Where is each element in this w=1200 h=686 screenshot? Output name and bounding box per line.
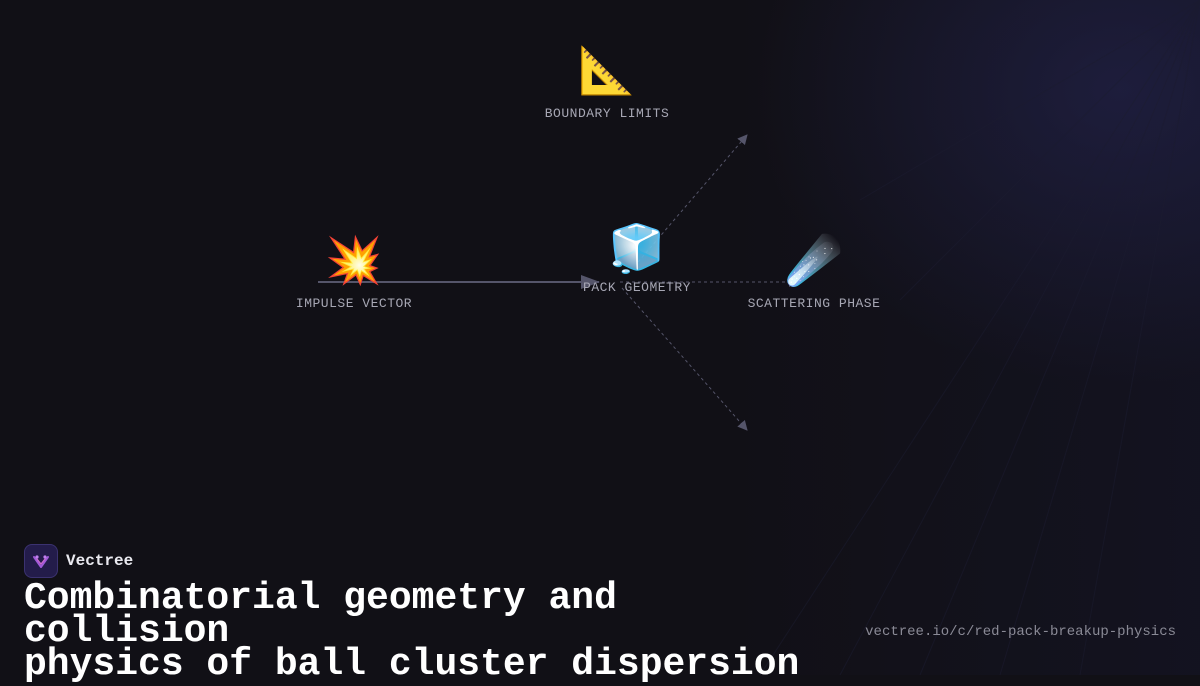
node-label: IMPULSE VECTOR bbox=[295, 296, 413, 311]
page-title: Combinatorial geometry and collision phy… bbox=[24, 577, 844, 686]
node-label: PACK GEOMETRY bbox=[583, 280, 691, 295]
node-boundary-limits: 📐 BOUNDARY LIMITS bbox=[537, 44, 677, 121]
node-label: SCATTERING PHASE bbox=[747, 296, 881, 311]
node-impulse-vector: 💥 IMPULSE VECTOR bbox=[284, 234, 424, 311]
comet-icon: ☄️ bbox=[785, 233, 843, 287]
title-line-2: physics of ball cluster dispersion bbox=[24, 643, 800, 686]
brand[interactable]: Vectree bbox=[24, 544, 133, 578]
ice-cube-icon: 🧊 bbox=[608, 221, 666, 275]
title-line-1: Combinatorial geometry and collision bbox=[24, 577, 617, 653]
brand-name: Vectree bbox=[66, 552, 134, 570]
node-pack-geometry: 🧊 PACK GEOMETRY bbox=[567, 222, 707, 295]
vectree-logo-icon bbox=[24, 544, 58, 578]
node-scattering-phase: ☄️ SCATTERING PHASE bbox=[744, 234, 884, 311]
collision-icon: 💥 bbox=[325, 233, 383, 287]
edge-pack-to-lower-right bbox=[621, 287, 748, 431]
edge-pack-to-boundary bbox=[637, 134, 748, 263]
triangular-ruler-icon: 📐 bbox=[578, 43, 636, 97]
source-url-link[interactable]: vectree.io/c/red-pack-breakup-physics bbox=[865, 624, 1176, 640]
node-label: BOUNDARY LIMITS bbox=[544, 106, 670, 121]
